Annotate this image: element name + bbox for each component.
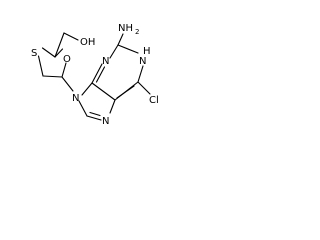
bond-c5p-c4p xyxy=(91,82,116,101)
bond-n7-c5p xyxy=(109,99,116,114)
bond-c4p-n3 xyxy=(91,63,103,84)
bond-s-c5 xyxy=(37,55,44,77)
bond-n9-c8 xyxy=(78,100,88,117)
chlorine-label: Cl xyxy=(149,95,159,106)
bond-c2p-n1 xyxy=(117,44,139,54)
bond-c5-c4 xyxy=(42,75,63,78)
bond-c8-n7-inner xyxy=(89,111,101,117)
molecule-structure: OH O S N N N N H NH 2 Cl xyxy=(31,23,159,127)
hydroxyl-label: OH xyxy=(80,37,95,48)
bond-n3-c2p xyxy=(109,44,119,59)
n7-label: N xyxy=(102,116,109,127)
n3-label: N xyxy=(102,56,109,67)
bond-n9-c4p xyxy=(81,82,93,96)
hydroxymethyl-group xyxy=(54,32,79,58)
ring-sulfur-label: S xyxy=(31,48,37,59)
n1-hydrogen-label: H xyxy=(143,46,151,57)
bond-c4p-n3-inner xyxy=(95,66,106,83)
purine-core xyxy=(78,33,151,121)
bond-c6-c5p-inner xyxy=(116,85,135,99)
bond-c4-n9 xyxy=(61,76,74,92)
ring-oxygen-label: O xyxy=(63,54,71,65)
amino-subscript: 2 xyxy=(135,28,139,36)
amino-label: NH xyxy=(118,23,133,34)
n1-label: N xyxy=(139,56,146,67)
oxathiolane-ring xyxy=(37,47,67,78)
bond-c2-s xyxy=(41,47,56,58)
bond-c8-n7 xyxy=(86,115,102,121)
bond-n1-c6 xyxy=(137,65,144,83)
bond-c2p-nh2 xyxy=(117,33,124,46)
bond-c6-cl xyxy=(137,81,151,95)
bond-ch2-o xyxy=(63,32,79,41)
bond-o-c2 xyxy=(54,48,64,58)
bond-c2-ch2 xyxy=(54,32,65,58)
bond-c4-o xyxy=(61,62,67,78)
n9-label: N xyxy=(72,93,79,104)
